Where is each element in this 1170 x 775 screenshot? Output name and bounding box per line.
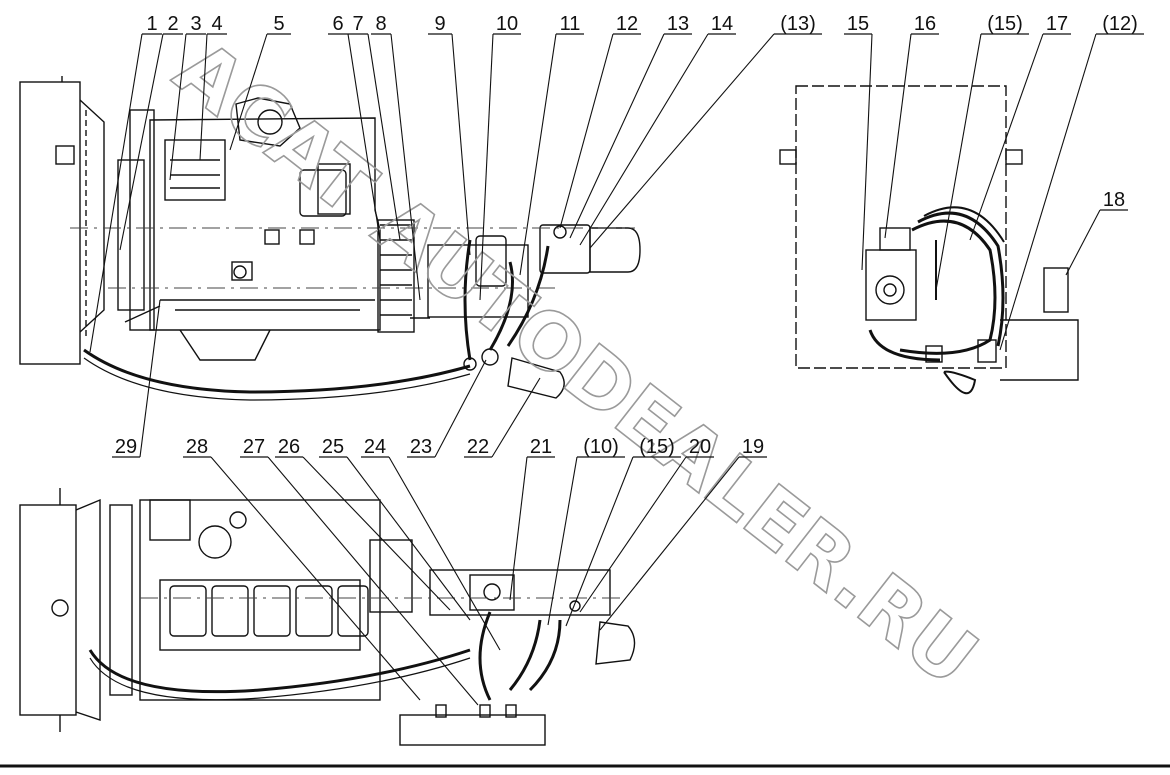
callout-leader [89, 33, 143, 353]
callout-label-4: 4 [211, 13, 222, 35]
callout-label-13: 13 [667, 13, 689, 35]
callout-label-27: 26 [278, 436, 300, 458]
callout-label-1: 1 [146, 13, 157, 35]
callout-leader [479, 33, 494, 301]
callout-leader [229, 33, 268, 151]
callout-leader [346, 456, 471, 621]
callout-leader [599, 456, 740, 631]
callout-label-18: (15) [987, 13, 1023, 35]
callout-label-24: 22 [467, 436, 489, 458]
callout-leader [935, 33, 982, 291]
callout-label-28: 25 [322, 436, 344, 458]
callout-label-34: 19 [742, 436, 764, 458]
bracket [1000, 319, 1079, 381]
callout-leader [388, 456, 501, 651]
callout-leader [491, 377, 541, 458]
callout-label-17: 16 [914, 13, 936, 35]
callout-label-31: (10) [583, 436, 619, 458]
callout-leader [451, 33, 471, 256]
callout-leader [569, 33, 665, 239]
callout-leader [169, 33, 187, 181]
callout-label-33: 20 [689, 436, 711, 458]
callout-label-9: 9 [434, 13, 445, 35]
callout-label-20: (12) [1102, 13, 1138, 35]
callout-leader [267, 456, 479, 706]
callout-label-14: 14 [711, 13, 733, 35]
hose-long [83, 348, 471, 394]
callout-label-10: 10 [496, 13, 518, 35]
callout-label-5: 5 [273, 13, 284, 35]
callout-leader [579, 456, 687, 613]
callout-label-2: 2 [167, 13, 178, 35]
callout-label-8: 8 [375, 13, 386, 35]
hose-bundle [899, 219, 997, 355]
callout-leader [999, 33, 1097, 351]
callout-label-26: 27 [243, 436, 265, 458]
cylinder-head [159, 579, 361, 651]
engine-block [149, 117, 381, 331]
callout-label-23: 23 [410, 436, 432, 458]
callout-leader [509, 456, 528, 601]
oil-filter [507, 357, 565, 399]
callout-label-11: 11 [560, 13, 581, 35]
callout-leader [589, 33, 775, 249]
callout-leader [559, 33, 614, 229]
callout-leader [210, 456, 421, 701]
callout-label-12: 12 [616, 13, 638, 35]
callout-leader [434, 359, 487, 458]
leader-lines [89, 33, 1144, 706]
pump-flange [865, 249, 917, 321]
callout-label-7: 7 [352, 13, 363, 35]
callout-leader [139, 299, 161, 458]
callout-leader [119, 33, 164, 251]
callout-label-30: 21 [530, 436, 552, 458]
callout-leader [199, 33, 208, 161]
callout-leader [969, 33, 1044, 241]
callout-leader [519, 33, 557, 276]
callout-leader [884, 33, 912, 239]
callout-label-16: 15 [847, 13, 869, 35]
transmission-plan [429, 569, 611, 616]
callout-leader [547, 456, 578, 626]
pump-cylinder [589, 227, 641, 273]
callout-label-3: 3 [190, 13, 201, 35]
filter-plan [595, 621, 636, 665]
oil-pan [179, 329, 271, 361]
callout-label-22: 29 [115, 436, 137, 458]
callout-leader [565, 456, 634, 627]
callout-leader [367, 33, 401, 241]
mount-bracket [399, 714, 546, 746]
pump-end-view [779, 85, 1079, 394]
callout-leader [861, 33, 873, 271]
callout-leader [390, 33, 421, 301]
injection-pump [164, 139, 226, 201]
callout-label-15: (13) [780, 13, 816, 35]
callout-label-6: 6 [332, 13, 343, 35]
mount-plate [795, 85, 1007, 369]
callout-label-25: 28 [186, 436, 208, 458]
callout-leader [579, 33, 709, 246]
callout-label-29: 24 [364, 436, 386, 458]
radiator [19, 81, 81, 365]
radiator-plan [19, 504, 77, 716]
transmission-housing [427, 244, 529, 318]
callout-leader [1065, 209, 1101, 276]
callout-leader [347, 33, 381, 241]
callout-label-32: (15) [639, 436, 675, 458]
callout-leader [302, 456, 451, 611]
callout-label-21: 18 [1103, 189, 1125, 211]
callout-label-19: 17 [1046, 13, 1068, 35]
engine-plan-view [19, 488, 636, 746]
engine-side-view [19, 76, 641, 401]
